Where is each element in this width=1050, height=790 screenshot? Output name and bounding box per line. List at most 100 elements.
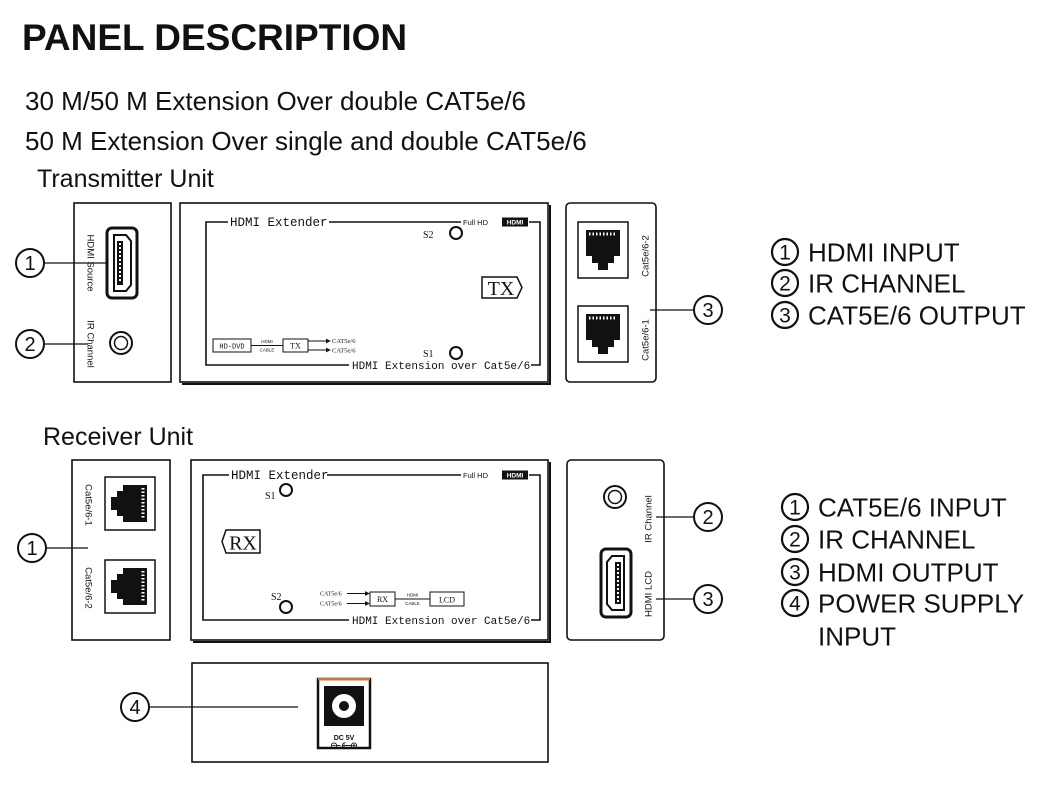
tx-legend-number: 2	[779, 273, 791, 296]
tx-port-bottom-label: Cat5e/6-1	[641, 319, 652, 361]
tx-callout-2-circle	[15, 329, 45, 359]
rx-callout-power-input: 4	[120, 692, 298, 722]
polarity-positive-ring	[350, 742, 358, 749]
tx-cat-label-2: CAT5e/6	[332, 348, 356, 355]
tx-switch-1-button	[449, 346, 463, 360]
tx-callout-1-number: 1	[24, 253, 35, 275]
rx-legend-label: HDMI OUTPUT	[818, 558, 999, 588]
rx-unit-box-label: RX	[377, 595, 388, 604]
rx-ir-channel-label: IR Channel	[644, 495, 655, 543]
rx-cat-label-2: CAT5e/6	[320, 602, 342, 608]
page-title: PANEL DESCRIPTION	[22, 17, 407, 58]
tx-legend-number: 1	[779, 242, 791, 265]
tx-switch-2-button	[449, 226, 463, 240]
rx-callout-4-circle	[120, 692, 150, 722]
subtitle-double-cat: 30 M/50 M Extension Over double CAT5e/6	[25, 86, 526, 116]
rx-legend-item: 3 HDMI OUTPUT	[780, 557, 999, 588]
tx-callout-2-number: 2	[24, 334, 35, 356]
rx-legend-number-circle	[780, 588, 810, 618]
rx-callout-2-circle	[693, 502, 723, 532]
rx-switch-1-button	[279, 483, 293, 497]
rx-legend-number: 2	[789, 529, 801, 552]
tx-port-top-label: Cat5e/6-2	[641, 235, 652, 277]
ir-jack-outer	[109, 331, 133, 355]
rx-display-box	[429, 591, 465, 607]
rj45-port-icon	[104, 559, 156, 614]
tx-legend-label: HDMI INPUT	[808, 238, 960, 268]
tx-legend-number-circle	[770, 237, 800, 267]
rx-switch-2-button	[279, 600, 293, 614]
rx-cat-label-1: CAT5e/6	[320, 592, 342, 598]
polarity-center-dot	[343, 744, 345, 747]
rx-callout-2-number: 2	[702, 507, 713, 529]
rx-cable-bottom-label: CABLE	[405, 601, 420, 606]
tx-callout-3-number: 3	[702, 300, 713, 322]
ir-jack-icon	[109, 331, 133, 355]
rx-legend-item: 4 POWER SUPPLY INPUT	[780, 588, 1024, 652]
tx-legend-number: 3	[779, 305, 791, 328]
rx-front-panel-shadow	[193, 462, 551, 643]
tx-cable-bottom-label: CABLE	[260, 348, 275, 353]
rj45-port-opening	[111, 568, 147, 605]
rj45-port-icon	[577, 305, 629, 363]
tx-left-panel: HDMI Source IR Channel	[73, 202, 172, 383]
tx-legend-item: 3 CAT5E/6 OUTPUT	[770, 300, 1026, 331]
tx-legend-number-circle	[770, 300, 800, 330]
tx-legend-number-circle	[770, 268, 800, 298]
polarity-center-arc	[341, 742, 346, 749]
tx-switch-2-label: S2	[423, 230, 434, 241]
rx-callout-hdmi-output: 3	[656, 584, 723, 614]
rx-unit-badge: RX	[229, 533, 257, 555]
rx-hdmi-logo-box	[502, 470, 528, 480]
tx-legend-item: 1 HDMI INPUT	[770, 237, 960, 268]
rx-inner-frame	[202, 474, 541, 621]
rx-legend-label: CAT5E/6 INPUT	[818, 493, 1007, 523]
rj45-port-icon	[104, 476, 156, 531]
tx-source-label: HD-DVD	[219, 344, 244, 352]
rj45-port-opening	[111, 485, 147, 522]
rx-callout-1-circle	[17, 533, 47, 563]
hdmi-port-icon	[105, 226, 139, 300]
ir-jack-inner	[607, 489, 623, 505]
rx-legend-number-circle	[780, 492, 810, 522]
rx-callout-1-number: 1	[26, 538, 37, 560]
hdmi-port-icon	[599, 547, 633, 619]
polarity-symbol-icon	[330, 742, 358, 749]
rx-left-panel: Cat5e/6-1 Cat5e/6-2	[71, 459, 171, 641]
rx-callout-cat-input: 1	[17, 533, 88, 563]
rx-callout-3-circle	[693, 584, 723, 614]
rx-cable-top-label: HDMI	[407, 593, 419, 598]
rx-legend-number: 3	[789, 562, 801, 585]
rx-legend-number-circle	[780, 557, 810, 587]
tx-legend-label: IR CHANNEL	[808, 269, 965, 299]
transmitter-heading: Transmitter Unit	[37, 165, 214, 193]
rx-power-panel: DC 5V	[191, 662, 549, 763]
tx-callout-hdmi-input: 1	[15, 248, 108, 278]
dc-jack-label: DC 5V	[334, 735, 355, 742]
rx-legend-number: 4	[789, 593, 801, 616]
rx-callout-ir-channel: 2	[656, 502, 723, 532]
dc-power-jack-icon: DC 5V	[316, 677, 372, 750]
tx-front-panel-shadow	[182, 205, 551, 385]
tx-callout-3-circle	[693, 295, 723, 325]
ir-jack-inner	[113, 335, 129, 351]
subtitle-single-double-cat: 50 M Extension Over single and double CA…	[25, 126, 587, 156]
dc-jack-pin	[339, 701, 349, 711]
ir-jack-icon	[603, 485, 627, 509]
rx-brand-label: HDMI Extender	[231, 469, 329, 483]
ir-jack-outer	[603, 485, 627, 509]
rx-unit-badge-frame	[221, 529, 261, 554]
rj45-port-opening	[586, 314, 620, 354]
rx-switch-2-label: S2	[271, 592, 282, 603]
tx-cat-label-1: CAT5e/6	[332, 338, 356, 345]
tx-switch-1-label: S1	[423, 349, 434, 360]
rx-right-panel: IR Channel HDMI LCD	[566, 459, 665, 641]
rx-display-label: LCD	[439, 596, 455, 605]
rx-footer-label: HDMI Extension over Cat5e/6	[352, 616, 530, 628]
tx-unit-badge: TX	[488, 278, 515, 300]
rx-legend-label: POWER SUPPLY	[818, 589, 1024, 619]
receiver-heading: Receiver Unit	[43, 423, 193, 451]
rx-legend-item: 1 CAT5E/6 INPUT	[780, 492, 1007, 523]
rx-legend-number: 1	[789, 497, 801, 520]
